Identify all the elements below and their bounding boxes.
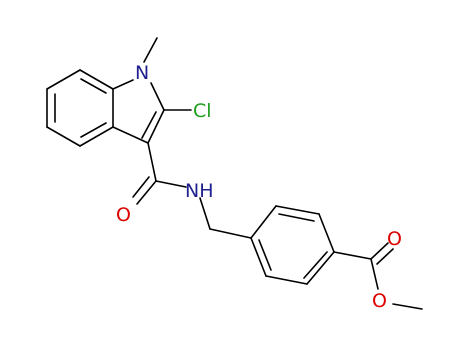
chlorine-label: Cl bbox=[193, 100, 212, 122]
bond bbox=[278, 213, 315, 222]
bond bbox=[150, 82, 165, 111]
amide-oxygen-label: O bbox=[116, 204, 131, 226]
amine-label: NH bbox=[185, 180, 214, 202]
bond bbox=[376, 248, 394, 265]
bond bbox=[141, 111, 157, 139]
bond bbox=[392, 303, 423, 310]
bond bbox=[155, 180, 187, 188]
bond bbox=[147, 109, 165, 144]
bond bbox=[46, 69, 81, 90]
bond bbox=[333, 251, 372, 260]
bond bbox=[46, 126, 81, 147]
bond bbox=[318, 213, 335, 253]
bond bbox=[136, 180, 157, 205]
carbonyl-oxygen-label: O bbox=[387, 228, 402, 250]
bond bbox=[112, 126, 149, 144]
bond bbox=[250, 237, 267, 277]
bond bbox=[112, 79, 134, 90]
bond bbox=[143, 37, 158, 63]
bond bbox=[303, 251, 328, 279]
bond bbox=[132, 176, 150, 198]
bond bbox=[79, 126, 114, 147]
bond bbox=[275, 205, 320, 215]
bond bbox=[265, 275, 308, 285]
bond bbox=[258, 239, 272, 271]
bond bbox=[79, 69, 114, 90]
bond bbox=[209, 228, 252, 239]
bond bbox=[370, 242, 389, 260]
bond bbox=[147, 142, 157, 182]
bond bbox=[80, 78, 107, 94]
bond bbox=[199, 197, 211, 230]
nitrogen-label: N bbox=[135, 62, 149, 84]
bond bbox=[80, 122, 107, 138]
bond bbox=[250, 205, 277, 239]
bond bbox=[306, 251, 335, 285]
ester-oxygen-label: O bbox=[372, 290, 387, 312]
bond bbox=[370, 258, 379, 290]
